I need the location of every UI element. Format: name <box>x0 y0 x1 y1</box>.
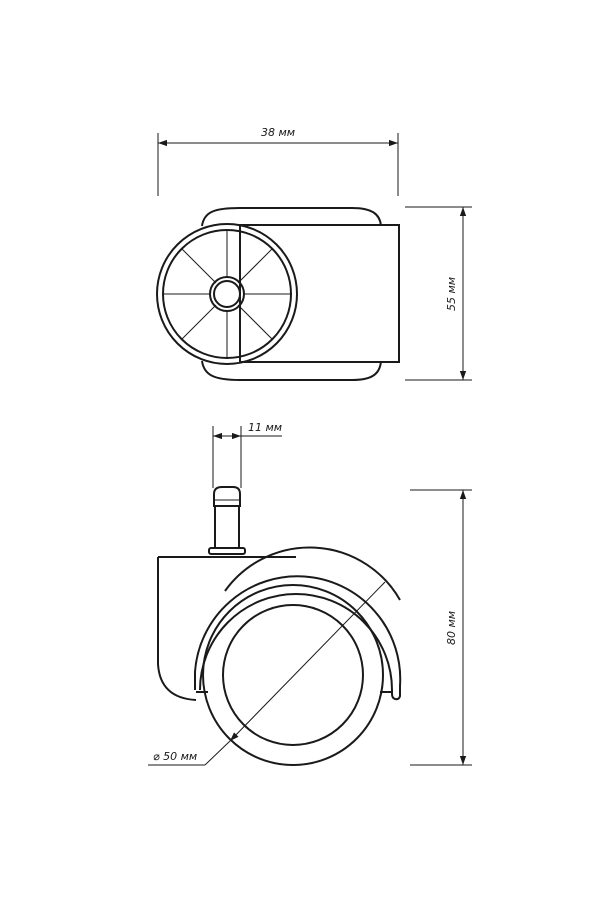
wheel-spokes <box>163 230 291 358</box>
dimension-label-height-top: 55 мм <box>445 277 458 311</box>
stem-collar <box>208 547 246 555</box>
diameter-line <box>229 581 386 742</box>
dimension-label-width: 38 мм <box>261 126 295 139</box>
side-view: 11 мм ⌀ 50 мм 80 мм <box>148 421 472 766</box>
wheel-outer-circle <box>156 223 298 365</box>
bracket-outline <box>157 556 296 701</box>
hub-outer <box>209 276 245 312</box>
dimension-label-wheel: ⌀ 50 мм <box>153 750 197 763</box>
leader-line <box>204 740 231 766</box>
stem-shaft <box>214 505 240 549</box>
hub-circle <box>222 604 364 746</box>
top-view: 38 мм 55 мм <box>156 126 472 381</box>
stem-head <box>213 486 241 507</box>
tire-bottom-outline <box>201 360 382 381</box>
hood-top-arc <box>224 546 401 601</box>
hub-inner <box>213 280 241 308</box>
dimension-label-stem: 11 мм <box>248 421 282 434</box>
tire-circle <box>202 584 384 766</box>
tire-top-outline <box>201 207 382 227</box>
hood-outline <box>194 575 402 701</box>
dimension-label-height-side: 80 мм <box>445 611 458 645</box>
